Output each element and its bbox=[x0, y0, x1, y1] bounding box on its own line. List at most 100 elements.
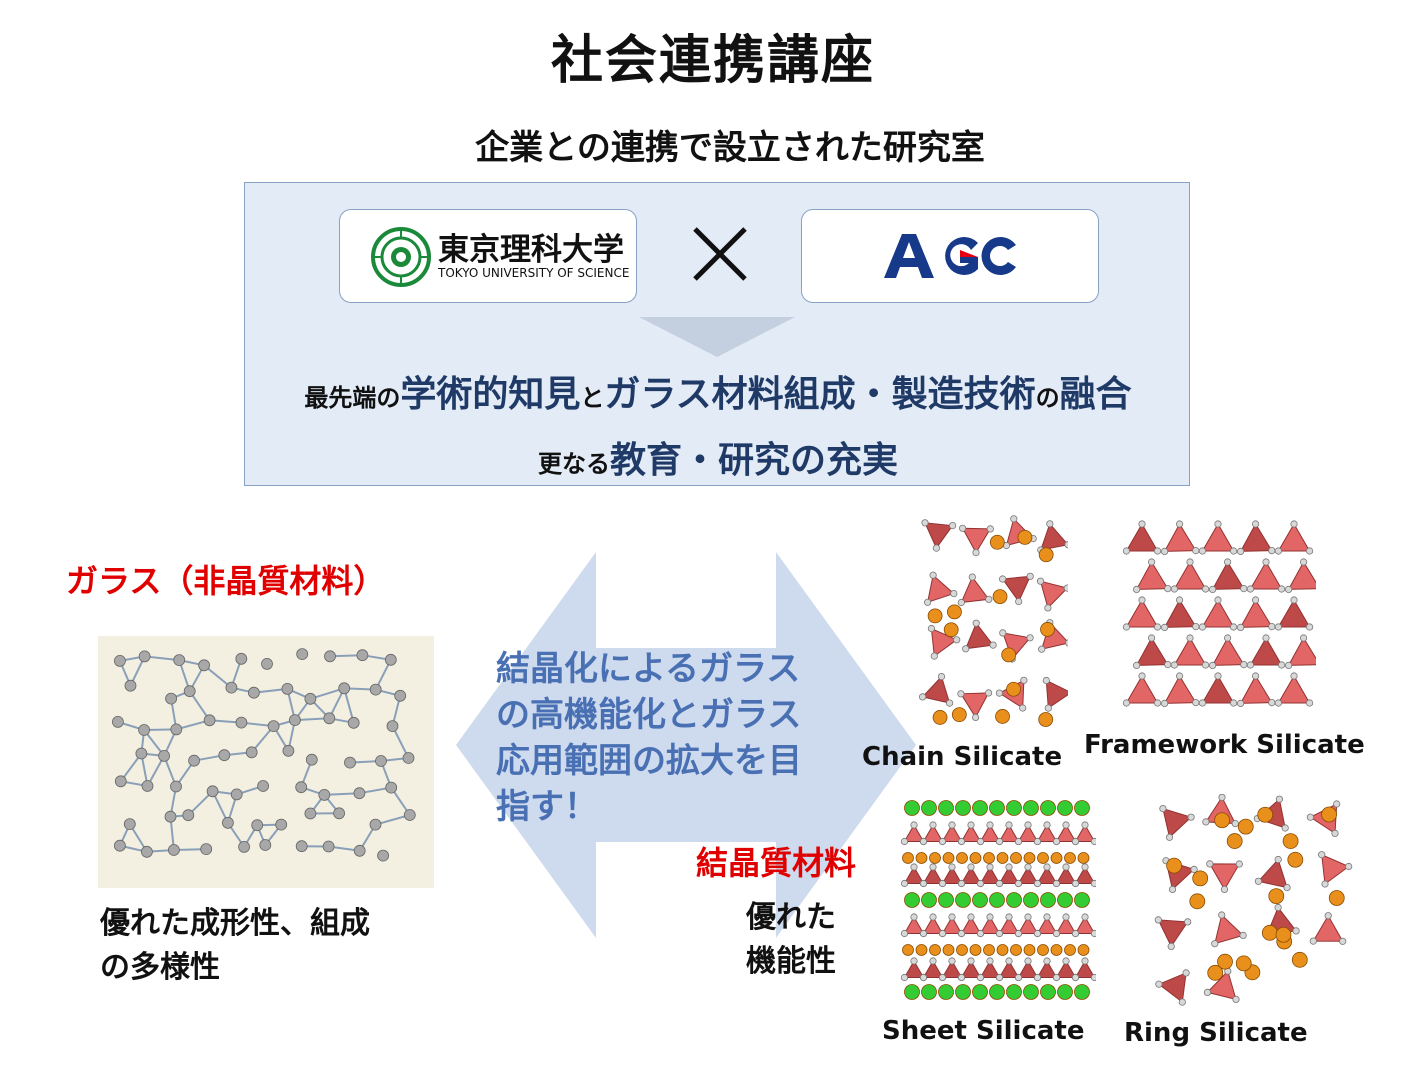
oxygen-atom bbox=[1175, 672, 1184, 680]
network-atom bbox=[251, 819, 264, 832]
cation-atom bbox=[932, 710, 948, 725]
oxygen-atom bbox=[1230, 547, 1238, 555]
cation-atom bbox=[1189, 893, 1206, 910]
tetrahedron bbox=[1201, 599, 1235, 628]
oxygen-atom bbox=[1192, 546, 1200, 555]
cation-atom bbox=[904, 800, 920, 816]
oxygen-atom bbox=[953, 636, 961, 644]
cation-atom bbox=[989, 800, 1005, 816]
tus-english-name: TOKYO UNIVERSITY OF SCIENCE bbox=[438, 266, 630, 280]
page-title: 社会連携講座 bbox=[550, 31, 875, 91]
oxygen-atom bbox=[1237, 623, 1245, 632]
network-atom bbox=[261, 657, 273, 670]
tetrahedron bbox=[998, 865, 1020, 884]
oxygen-atom bbox=[1306, 623, 1314, 631]
cation-atom bbox=[1328, 890, 1345, 906]
cation-atom bbox=[1217, 953, 1233, 970]
network-atom bbox=[218, 749, 231, 762]
oxygen-atom bbox=[1167, 942, 1175, 950]
oxygen-atom bbox=[1081, 913, 1089, 921]
tetrahedron bbox=[1211, 637, 1245, 666]
tetrahedron bbox=[1239, 675, 1273, 704]
cation-atom bbox=[995, 709, 1010, 724]
network-atom bbox=[403, 809, 416, 821]
oxygen-atom bbox=[1024, 821, 1032, 829]
oxygen-atom bbox=[1345, 862, 1353, 871]
chain-silicate-structure bbox=[918, 515, 1068, 727]
oxygen-atom bbox=[919, 879, 928, 888]
cation-atom bbox=[1282, 833, 1299, 849]
network-atom bbox=[304, 807, 317, 820]
oxygen-atom bbox=[986, 863, 994, 871]
network-atom bbox=[257, 780, 270, 792]
cation-atom bbox=[972, 892, 988, 908]
oxygen-atom bbox=[910, 821, 918, 829]
cation-atom bbox=[1010, 944, 1022, 956]
tetrahedron bbox=[979, 915, 1001, 934]
oxygen-atom bbox=[938, 837, 947, 846]
tetrahedron bbox=[903, 823, 925, 842]
tetrahedron bbox=[1036, 959, 1058, 978]
oxygen-atom bbox=[1170, 661, 1179, 669]
cation-atom bbox=[1192, 870, 1209, 887]
cation-atom bbox=[938, 892, 954, 908]
oxygen-atom bbox=[1147, 634, 1156, 642]
oxygen-atom bbox=[1198, 699, 1207, 707]
oxygen-atom bbox=[945, 699, 954, 707]
oxygen-atom bbox=[1278, 661, 1286, 669]
oxygen-atom bbox=[986, 913, 994, 921]
oxygen-atom bbox=[1071, 837, 1080, 846]
cation-atom bbox=[902, 852, 914, 864]
oxygen-atom bbox=[1192, 699, 1200, 707]
cation-atom bbox=[983, 852, 995, 864]
oxygen-atom bbox=[1290, 672, 1298, 680]
cation-atom bbox=[1037, 944, 1049, 956]
crystal-heading: 結晶質材料 bbox=[696, 844, 857, 882]
oxygen-atom bbox=[1186, 634, 1194, 642]
network-bond bbox=[375, 814, 411, 826]
tetrahedron bbox=[1074, 915, 1096, 934]
tetrahedron bbox=[998, 915, 1020, 934]
cation-atom bbox=[1010, 852, 1022, 864]
oxygen-atom bbox=[1290, 520, 1298, 528]
oxygen-atom bbox=[1043, 913, 1051, 921]
cation-atom bbox=[942, 852, 955, 864]
oxygen-atom bbox=[1187, 813, 1195, 821]
cation-atom bbox=[915, 944, 928, 956]
fusion-statement: 最先端の学術的知見とガラス材料組成・製造技術の融合 bbox=[245, 365, 1191, 417]
tetrahedron bbox=[922, 865, 944, 884]
oxygen-atom bbox=[1285, 585, 1293, 594]
oxygen-atom bbox=[1292, 927, 1300, 935]
oxygen-atom bbox=[957, 690, 965, 698]
oxygen-atom bbox=[1321, 880, 1329, 888]
oxygen-atom bbox=[1064, 541, 1068, 549]
oxygen-atom bbox=[1090, 837, 1096, 846]
oxygen-atom bbox=[1081, 863, 1089, 871]
oxygen-atom bbox=[1339, 937, 1347, 945]
oxygen-atom bbox=[1220, 885, 1229, 894]
cation-atom bbox=[1275, 926, 1292, 943]
network-atom bbox=[282, 744, 295, 757]
cation-atom bbox=[1001, 647, 1017, 663]
oxygen-atom bbox=[1052, 837, 1061, 846]
agc-logo-icon bbox=[884, 234, 1016, 278]
oxygen-atom bbox=[919, 837, 928, 846]
cation-atom bbox=[951, 707, 967, 723]
glass-note-line: の多様性 bbox=[100, 950, 220, 985]
oxygen-atom bbox=[1283, 884, 1291, 892]
oxygen-atom bbox=[962, 645, 970, 653]
page-subtitle: 企業との連携で設立された研究室 bbox=[475, 128, 985, 168]
oxygen-atom bbox=[1043, 863, 1051, 871]
network-atom bbox=[168, 844, 180, 856]
tetrahedron bbox=[960, 576, 990, 604]
network-atom bbox=[198, 659, 210, 672]
oxygen-atom bbox=[957, 929, 966, 938]
oxygen-atom bbox=[985, 595, 993, 603]
oxygen-atom bbox=[986, 525, 994, 533]
oxygen-atom bbox=[1133, 661, 1141, 669]
cation-atom bbox=[904, 892, 920, 908]
oxygen-atom bbox=[1052, 929, 1061, 938]
network-atom bbox=[245, 746, 258, 759]
oxygen-atom bbox=[1159, 805, 1167, 813]
oxygen-atom bbox=[1122, 547, 1131, 555]
